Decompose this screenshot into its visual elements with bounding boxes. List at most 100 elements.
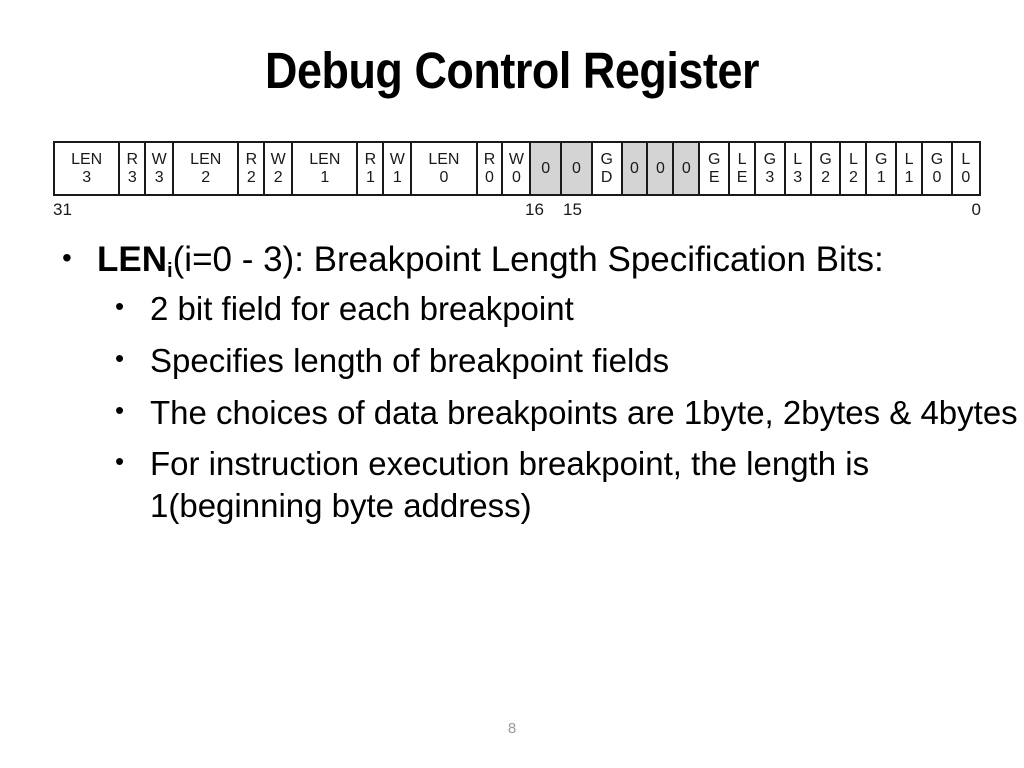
register-field-line1: G — [819, 150, 832, 168]
register-field-line2: 3 — [765, 168, 775, 186]
register-field-line1: R — [364, 150, 377, 168]
register-field-line2: 1 — [904, 168, 914, 186]
register-field-line1: G — [707, 150, 721, 168]
register-field-line2: 0 — [485, 168, 494, 186]
register-field-line1: LEN — [190, 150, 222, 168]
register-field-line1: W — [508, 150, 524, 168]
register-field-line1: L — [793, 150, 803, 168]
register-field-line2: 3 — [154, 168, 164, 186]
bullet-marker-icon: • — [115, 446, 125, 477]
register-field-line1: G — [763, 150, 777, 168]
sub-bullet-text: For instruction execution breakpoint, th… — [150, 445, 870, 525]
register-field-0-16: 0 — [648, 143, 675, 194]
bit-label-15: 15 — [563, 200, 582, 219]
register-field-line2: 3 — [127, 168, 137, 186]
register-field-line1: LEN — [309, 150, 341, 168]
bullet-main-subscript: i — [167, 260, 173, 283]
bit-label-0: 0 — [971, 200, 981, 219]
register-field-line2: 2 — [201, 168, 211, 186]
register-field-line2: 0 — [439, 168, 449, 186]
register-field-line1: 0 — [541, 159, 551, 177]
register-field-0-17: 0 — [674, 143, 701, 194]
register-field-line2: 3 — [82, 168, 92, 186]
slide-body: • LENi(i=0 - 3): Breakpoint Length Speci… — [0, 239, 1024, 537]
sub-bullet-text: The choices of data breakpoints are 1byt… — [150, 393, 1018, 431]
register-field-line2: 0 — [511, 168, 521, 186]
register-field-line1: W — [151, 150, 167, 168]
register-field-line1: 0 — [655, 159, 665, 177]
bullet-marker-icon: • — [115, 342, 125, 373]
register-field-line1: 0 — [571, 159, 581, 177]
bullet-marker-icon: • — [115, 290, 125, 321]
register-field-line2: 2 — [821, 168, 831, 186]
register-field-line1: R — [126, 150, 139, 168]
register-field-line1: G — [930, 150, 944, 168]
bullet-main-rest: (i=0 - 3): Breakpoint Length Specificati… — [172, 240, 884, 279]
bullet-marker-icon: • — [115, 394, 125, 425]
sub-bullet-1: • 2 bit field for each breakpoint — [0, 288, 1024, 330]
sub-bullet-list: • 2 bit field for each breakpoint • Specifi… — [0, 288, 1024, 528]
bullet-main-bold-label: LEN — [97, 240, 167, 279]
register-field-line2: 2 — [273, 168, 283, 186]
register-field-line1: 0 — [681, 159, 691, 177]
bullet-marker-icon: • — [62, 242, 72, 273]
sub-bullet-4: • For instruction execution breakpoint, t… — [0, 443, 1024, 527]
register-field-line2: 1 — [320, 168, 330, 186]
register-field-line2: 0 — [932, 168, 942, 186]
bit-index-ruler: 31 16 15 0 — [53, 200, 981, 226]
register-field-line1: G — [600, 150, 613, 168]
register-field-line2: 1 — [876, 168, 886, 186]
register-field-line1: G — [875, 150, 888, 168]
register-field-line2: E — [708, 168, 720, 186]
bit-label-16: 16 — [525, 200, 544, 219]
sub-bullet-text: Specifies length of breakpoint fields — [150, 341, 670, 379]
register-field-0-15: 0 — [622, 143, 649, 194]
register-field-line1: L — [737, 150, 747, 168]
sub-bullet-2: • Specifies length of breakpoint fields — [0, 340, 1024, 382]
register-field-line1: W — [389, 150, 405, 168]
register-field-line1: LEN — [71, 150, 103, 168]
sub-bullet-3: • The choices of data breakpoints are 1by… — [0, 392, 1024, 434]
register-field-line2: E — [736, 168, 748, 186]
register-field-line1: 0 — [630, 159, 639, 177]
bullet-main: • LENi(i=0 - 3): Breakpoint Length Speci… — [0, 239, 1024, 282]
sub-bullet-text: 2 bit field for each breakpoint — [150, 289, 574, 327]
register-field-line1: LEN — [428, 150, 460, 168]
register-field-0-13: 0 — [562, 143, 593, 194]
register-field-line1: L — [961, 150, 971, 168]
register-field-line2: 2 — [848, 168, 858, 186]
register-field-0-12: 0 — [531, 143, 563, 194]
page-title: Debug Control Register — [264, 42, 759, 99]
register-field-line2: 1 — [365, 168, 375, 186]
register-field-line1: L — [904, 150, 914, 168]
register-field-line2: D — [600, 168, 613, 186]
register-field-line2: 3 — [793, 168, 803, 186]
register-field-line1: R — [245, 150, 258, 168]
register-field-line1: W — [270, 150, 286, 168]
page-number: 8 — [507, 720, 517, 737]
bit-label-31: 31 — [53, 200, 72, 219]
